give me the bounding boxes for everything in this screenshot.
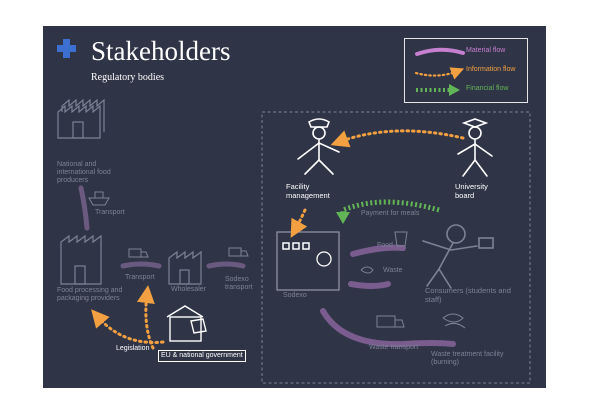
- factory-icon: [57, 98, 105, 139]
- legislation-label: Legislation: [116, 345, 150, 352]
- waste-truck-icon: [376, 315, 405, 328]
- consumers-label: Consumers (students and staff): [425, 286, 511, 304]
- transport-1-label: Transport: [95, 209, 125, 216]
- info-flow-board-to-fm: [330, 129, 465, 148]
- university-board-label: University board: [455, 182, 488, 200]
- transport-2-label: Transport: [125, 274, 155, 281]
- sodexo-truck-icon: [228, 247, 249, 257]
- campus-boundary: [261, 111, 531, 384]
- slide: Stakeholders Regulatory bodies Material …: [43, 26, 546, 388]
- sodexo-icon: [276, 231, 340, 291]
- food-label: Food: [377, 242, 393, 249]
- legend-material-arrow: [415, 47, 465, 56]
- payment-label: Payment for meals: [361, 210, 420, 217]
- waste-facility-label: Waste treatment facility (burning): [431, 351, 504, 367]
- legend-financial-arrow: [416, 84, 460, 96]
- processing-factory-icon: [60, 234, 102, 285]
- government-icon: [166, 305, 207, 342]
- legend: [404, 38, 528, 103]
- consumer-icon: [422, 224, 494, 289]
- wholesaler-label: Wholesaler: [171, 286, 207, 293]
- info-flow-fm-to-sodexo: [290, 208, 308, 238]
- wholesaler-icon: [168, 250, 202, 285]
- financial-flow-arrow: [336, 199, 440, 224]
- waste-icon: [360, 266, 374, 274]
- slide-subtitle: Regulatory bodies: [91, 72, 165, 83]
- slide-title: Stakeholders: [91, 36, 231, 66]
- processing-label: Food processing and packaging providers: [57, 287, 123, 303]
- ship-icon: [88, 191, 110, 206]
- sodexo-label: Sodexo: [283, 292, 307, 299]
- sodexo-transport-label: Sodexo transport: [225, 276, 253, 292]
- national-producers-label: National and international food producer…: [57, 161, 111, 185]
- legend-financial-label: Financial flow: [466, 85, 509, 92]
- legend-information-label: Information flow: [466, 66, 516, 73]
- waste-facility-icon: [442, 313, 466, 329]
- cup-icon: [394, 231, 408, 247]
- legend-material-label: Material flow: [466, 47, 506, 54]
- government-label: EU & national government: [158, 350, 246, 363]
- waste-label: Waste: [383, 267, 403, 274]
- info-flow-gov-to-wholesaler: [136, 285, 155, 350]
- legend-information-arrow: [414, 67, 465, 80]
- facility-manager-icon: [297, 118, 340, 175]
- university-board-icon: [457, 118, 493, 177]
- info-flow-gov-to-processing: [91, 309, 165, 344]
- truck-icon: [128, 248, 149, 258]
- diagram-canvas: [57, 39, 531, 384]
- plus-icon: [57, 39, 76, 58]
- facility-management-label: Facility management: [286, 182, 330, 200]
- waste-transport-label: Waste transport: [369, 344, 419, 351]
